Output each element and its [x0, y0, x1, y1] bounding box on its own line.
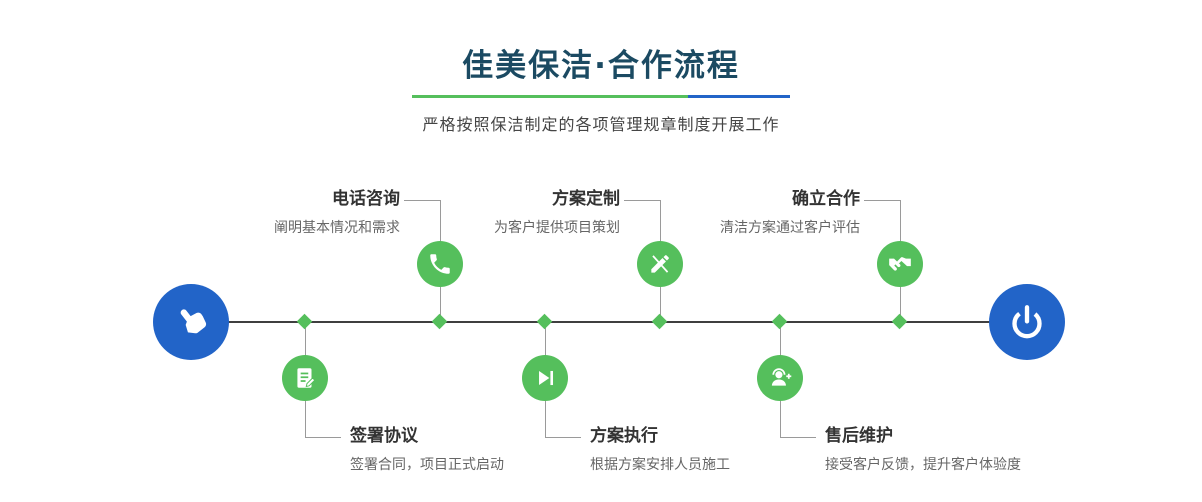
page-subtitle: 严格按照保洁制定的各项管理规章制度开展工作 [422, 115, 780, 134]
step-sign-agreement: 签署协议 签署合同，项目正式启动 [350, 421, 650, 474]
step-title: 确立合作 [792, 189, 860, 209]
diamond-marker [296, 313, 313, 330]
power-icon [1007, 302, 1047, 342]
step-title: 售后维护 [825, 426, 893, 446]
connector-line [545, 437, 581, 438]
connector-line [305, 437, 341, 438]
end-node [989, 284, 1065, 360]
phone-icon [427, 251, 453, 277]
play-icon [532, 365, 558, 391]
page-title: 佳美保洁·合作流程 [462, 48, 740, 84]
step-title: 电话咨询 [332, 189, 400, 209]
step-title: 签署协议 [350, 426, 418, 446]
step-plan-execution: 方案执行 根据方案安排人员施工 [590, 421, 890, 474]
step-title: 方案定制 [552, 189, 620, 209]
step-desc: 为客户提供项目策划 [494, 220, 620, 236]
title-divider [412, 95, 790, 98]
step-node-aftersales [757, 355, 803, 401]
connector-line [404, 200, 440, 201]
divider-blue-segment [688, 95, 790, 98]
step-phone-consult: 电话咨询 阐明基本情况和需求 [140, 184, 400, 237]
connector-line [864, 200, 900, 201]
step-plan-design: 方案定制 为客户提供项目策划 [360, 184, 620, 237]
step-desc: 阐明基本情况和需求 [274, 220, 400, 236]
step-desc: 接受客户反馈，提升客户体验度 [825, 457, 1021, 473]
step-desc: 签署合同，项目正式启动 [350, 457, 504, 473]
start-node [153, 284, 229, 360]
pointing-hand-icon [163, 294, 219, 350]
diamond-marker [431, 313, 448, 330]
step-node-contract [282, 355, 328, 401]
step-title: 方案执行 [590, 426, 658, 446]
step-node-execution [522, 355, 568, 401]
handshake-icon [887, 251, 913, 277]
step-after-sales: 售后维护 接受客户反馈，提升客户体验度 [825, 421, 1125, 474]
step-node-design [637, 241, 683, 287]
headset-icon [767, 365, 793, 391]
connector-line [624, 200, 660, 201]
diamond-marker [536, 313, 553, 330]
design-pen-icon [647, 251, 673, 277]
diamond-marker [771, 313, 788, 330]
step-node-cooperation [877, 241, 923, 287]
diamond-marker [651, 313, 668, 330]
diamond-marker [891, 313, 908, 330]
contract-icon [292, 365, 318, 391]
step-desc: 清洁方案通过客户评估 [720, 220, 860, 236]
step-establish-cooperation: 确立合作 清洁方案通过客户评估 [600, 184, 860, 237]
step-node-phone [417, 241, 463, 287]
divider-green-segment [412, 95, 688, 98]
connector-line [780, 437, 816, 438]
step-desc: 根据方案安排人员施工 [590, 457, 730, 473]
timeline-line [192, 321, 1026, 323]
